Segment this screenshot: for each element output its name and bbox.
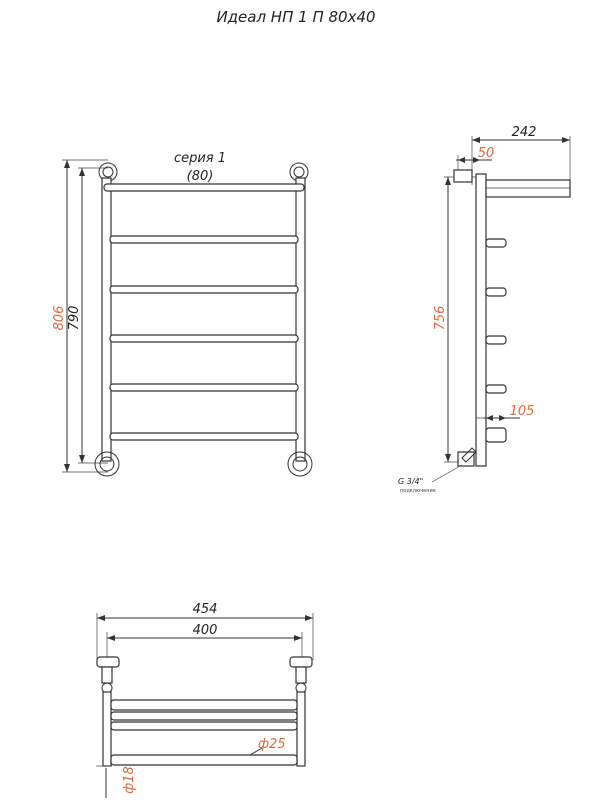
dim-riser-diameter: ф18 <box>122 766 137 794</box>
dim-center-height: 790 <box>67 306 82 331</box>
dim-bottom: 105 <box>510 404 535 419</box>
dim-overall-width: 454 <box>193 602 218 617</box>
dim-height: 756 <box>433 306 448 331</box>
dim-tube-diameter: ф25 <box>258 737 286 752</box>
side-view: 242 50 756 105 G 3/ <box>398 125 570 494</box>
top-view: 454 400 ф25 ф18 <box>96 602 313 798</box>
dim-overall-height: 806 <box>52 306 67 331</box>
dim-center-width: 400 <box>193 623 218 638</box>
connection-note: подключение <box>400 488 436 494</box>
dim-wall-offset: 50 <box>478 146 495 161</box>
drawing-title: Идеал НП 1 П 80х40 <box>216 8 375 26</box>
series-code: (80) <box>187 169 214 184</box>
series-label: серия 1 <box>174 151 226 166</box>
dim-depth: 242 <box>512 125 537 140</box>
front-view: 806 790 серия 1 (80) <box>52 151 312 476</box>
connection-thread: G 3/4" <box>398 477 423 486</box>
